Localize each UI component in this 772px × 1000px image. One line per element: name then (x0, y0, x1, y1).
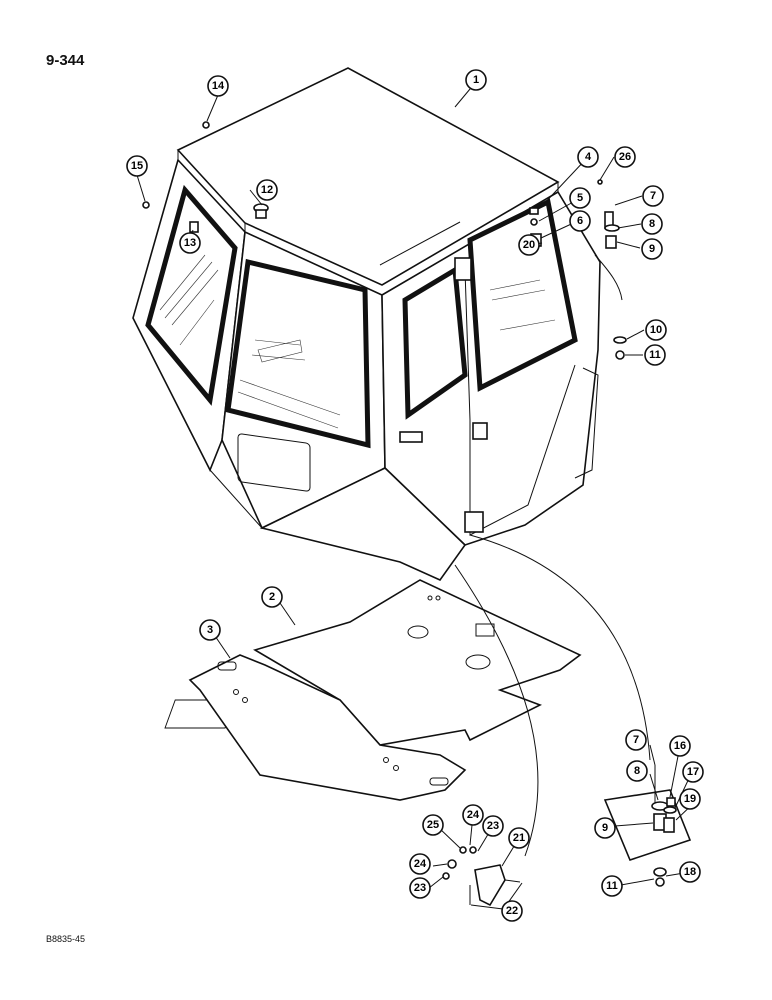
leader-lines (136, 82, 699, 910)
svg-text:23: 23 (487, 820, 499, 832)
mount-bracket-assembly (603, 765, 692, 887)
svg-text:25: 25 (427, 819, 439, 831)
svg-text:5: 5 (577, 192, 583, 204)
callout-24-strap: 24 (409, 853, 431, 875)
callout-24: 24 (462, 804, 484, 826)
cab-assembly (132, 67, 601, 581)
svg-text:15: 15 (131, 160, 143, 172)
callout-11: 11 (644, 344, 666, 366)
callout-23-strap: 23 (409, 877, 431, 899)
svg-text:7: 7 (650, 190, 656, 202)
callout-11-mount: 11 (601, 875, 623, 897)
svg-text:11: 11 (649, 349, 661, 361)
callout-12: 12 (256, 179, 278, 201)
front-vent (237, 433, 311, 492)
callout-5: 5 (569, 187, 591, 209)
svg-text:17: 17 (687, 766, 699, 778)
svg-text:8: 8 (634, 765, 640, 777)
middle-hinge (472, 422, 488, 440)
svg-text:19: 19 (684, 793, 696, 805)
svg-text:24: 24 (414, 858, 427, 870)
callout-15: 15 (126, 155, 148, 177)
svg-text:24: 24 (467, 809, 480, 821)
callout-7-mount: 7 (625, 729, 647, 751)
svg-text:18: 18 (684, 866, 696, 878)
callout-4: 4 (577, 146, 599, 168)
svg-text:20: 20 (523, 239, 535, 251)
callout-2: 2 (261, 586, 283, 608)
callout-22: 22 (501, 900, 523, 922)
rear-window (467, 198, 578, 392)
callout-19: 19 (679, 788, 701, 810)
callout-14: 14 (207, 75, 229, 97)
svg-text:3: 3 (207, 624, 213, 636)
callout-23: 23 (482, 815, 504, 837)
svg-text:22: 22 (506, 905, 518, 917)
svg-text:8: 8 (649, 218, 655, 230)
ground-strap-assembly (442, 846, 521, 907)
svg-text:26: 26 (619, 151, 631, 163)
grab-handle (574, 367, 599, 479)
svg-text:14: 14 (212, 80, 225, 92)
svg-text:10: 10 (650, 324, 662, 336)
callout-7: 7 (642, 185, 664, 207)
callout-10: 10 (645, 319, 667, 341)
callout-13: 13 (179, 232, 201, 254)
upper-hinge (454, 257, 472, 281)
callout-9: 9 (641, 238, 663, 260)
callout-25: 25 (422, 814, 444, 836)
front-windshield (225, 258, 371, 449)
callout-8-mount: 8 (626, 760, 648, 782)
svg-text:11: 11 (606, 880, 618, 892)
callout-20: 20 (518, 234, 540, 256)
svg-text:9: 9 (602, 822, 608, 834)
svg-text:7: 7 (633, 734, 639, 746)
page-number: 9-344 (46, 52, 85, 69)
svg-text:4: 4 (585, 151, 592, 163)
svg-text:9: 9 (649, 243, 655, 255)
figure-code: B8835-45 (46, 934, 86, 944)
svg-text:12: 12 (261, 184, 273, 196)
callout-16: 16 (669, 735, 691, 757)
callout-21: 21 (508, 827, 530, 849)
svg-text:23: 23 (414, 882, 426, 894)
door-window (402, 265, 468, 420)
cab-roof (176, 67, 560, 286)
callout-18: 18 (679, 861, 701, 883)
lower-hinge (464, 511, 484, 533)
callout-6: 6 (569, 210, 591, 232)
callout-3: 3 (199, 619, 221, 641)
svg-text:16: 16 (674, 740, 686, 752)
svg-text:1: 1 (473, 74, 479, 86)
callout-17: 17 (682, 761, 704, 783)
svg-text:21: 21 (513, 832, 525, 844)
svg-text:6: 6 (577, 215, 583, 227)
callout-1: 1 (465, 69, 487, 91)
door-latch (399, 431, 423, 443)
callout-9-mount: 9 (594, 817, 616, 839)
callout-8: 8 (641, 213, 663, 235)
svg-text:13: 13 (184, 237, 196, 249)
left-window (145, 184, 238, 406)
cab-lower-skirt (259, 467, 467, 581)
svg-text:2: 2 (269, 591, 275, 603)
floor-mat-3 (188, 654, 467, 801)
callout-26: 26 (614, 146, 636, 168)
